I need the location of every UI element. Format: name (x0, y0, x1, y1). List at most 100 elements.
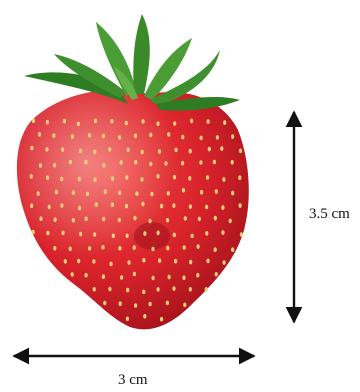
seed (141, 119, 145, 124)
seed (157, 149, 162, 154)
seed (205, 231, 209, 236)
seed (78, 205, 82, 211)
seed (111, 176, 115, 181)
height-measurement-label: 3.5 cm (309, 206, 350, 222)
seed (118, 190, 122, 196)
seed (132, 245, 136, 250)
seed (117, 217, 121, 223)
seed (188, 176, 192, 181)
seed (118, 301, 122, 307)
seed (228, 218, 232, 224)
seed (174, 147, 178, 153)
seed (103, 300, 107, 306)
seed (36, 191, 40, 196)
seed (221, 205, 225, 210)
seed (156, 287, 160, 292)
seed (188, 148, 192, 154)
seed (206, 258, 210, 264)
seed (31, 229, 35, 235)
seed (239, 232, 243, 237)
seed (93, 232, 97, 237)
seed (150, 191, 154, 197)
seed (70, 272, 74, 277)
seed (165, 217, 170, 223)
seed (151, 246, 155, 252)
seed (214, 189, 218, 194)
seed (46, 230, 50, 236)
seed (149, 161, 153, 167)
seed (188, 204, 192, 209)
seed (231, 247, 235, 252)
seed (63, 259, 67, 264)
width-measurement-label: 3 cm (118, 372, 148, 388)
seed (231, 134, 235, 139)
seed (172, 232, 176, 238)
seed (181, 134, 185, 140)
seed (183, 216, 187, 221)
seed (61, 147, 65, 152)
seed (160, 316, 164, 322)
seed (93, 149, 97, 155)
seed (166, 245, 170, 251)
seed (199, 160, 203, 165)
seed (160, 203, 164, 209)
seed (93, 177, 97, 182)
seed (156, 230, 160, 236)
seed (124, 120, 128, 126)
seed (37, 132, 42, 137)
seed (143, 231, 147, 236)
seed (101, 245, 105, 250)
seed (84, 216, 88, 221)
seed (182, 275, 186, 281)
seed (151, 275, 155, 281)
seed (223, 120, 227, 125)
seed (213, 247, 217, 252)
seed (70, 134, 74, 139)
seed (230, 160, 234, 165)
seed (141, 201, 145, 207)
seed (148, 301, 152, 307)
seed (79, 231, 83, 237)
seed (85, 191, 90, 197)
seed (78, 148, 83, 154)
seed (222, 260, 226, 265)
seed (93, 118, 98, 124)
seed (207, 146, 211, 152)
seed (60, 203, 64, 208)
seed (182, 245, 186, 250)
seed (71, 218, 75, 223)
seed (92, 259, 96, 264)
seed (53, 217, 57, 222)
seed (29, 174, 33, 179)
seed (125, 316, 129, 322)
seed (94, 202, 98, 207)
seed (61, 230, 65, 236)
seed (102, 216, 106, 222)
seed (165, 300, 169, 306)
seed (76, 121, 80, 127)
seed (164, 161, 168, 166)
seed (215, 135, 219, 140)
seed (135, 191, 139, 196)
strawberry-fruit (16, 90, 249, 330)
seed (213, 215, 217, 221)
seed (189, 259, 193, 265)
seed (172, 174, 177, 180)
seed (172, 203, 176, 208)
seed (126, 287, 130, 293)
seed (190, 118, 194, 124)
seed (133, 215, 137, 221)
seed (199, 135, 203, 141)
strawberry-seeds (29, 118, 243, 322)
seed (52, 133, 56, 138)
seed (174, 258, 178, 264)
seed (125, 233, 129, 239)
seed (110, 202, 114, 207)
seed (212, 159, 216, 165)
seed (188, 287, 192, 292)
seed (140, 177, 144, 182)
seed (46, 175, 50, 180)
seed (53, 246, 57, 251)
seed (238, 175, 242, 180)
seed (238, 148, 243, 154)
